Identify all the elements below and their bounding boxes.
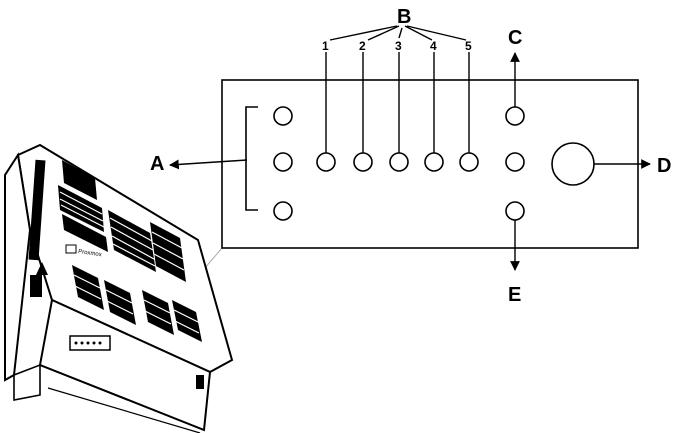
number-3: 3 [395,39,402,53]
panel-diagram: A B C D E 1 2 3 4 5 [150,6,671,306]
side-vent-lower [30,275,42,297]
number-2: 2 [359,39,366,53]
port-a-1 [273,106,293,126]
arrow-a [169,159,248,170]
label-b: B [397,6,411,28]
number-4: 4 [430,39,437,53]
brand-text: Proxmox [78,249,102,258]
label-c: C [508,27,522,49]
device-left-face [4,152,32,382]
number-5: 5 [465,39,472,53]
panel-outline [221,79,639,249]
top-vents [58,160,202,342]
label-e: E [508,284,521,306]
group-a-bracket [245,106,258,211]
port-middle-right [505,152,525,172]
port-a-2 [273,152,293,172]
label-a: A [150,153,164,175]
device-illustration: Proxmox [4,143,234,433]
front-connector [69,335,111,351]
port-a-3 [273,201,293,221]
number-1: 1 [322,39,329,53]
side-vent [28,159,46,261]
brand-logo [65,244,77,254]
label-d: D [657,155,671,177]
power-switch [196,375,204,389]
label-b-leaders [329,25,467,41]
